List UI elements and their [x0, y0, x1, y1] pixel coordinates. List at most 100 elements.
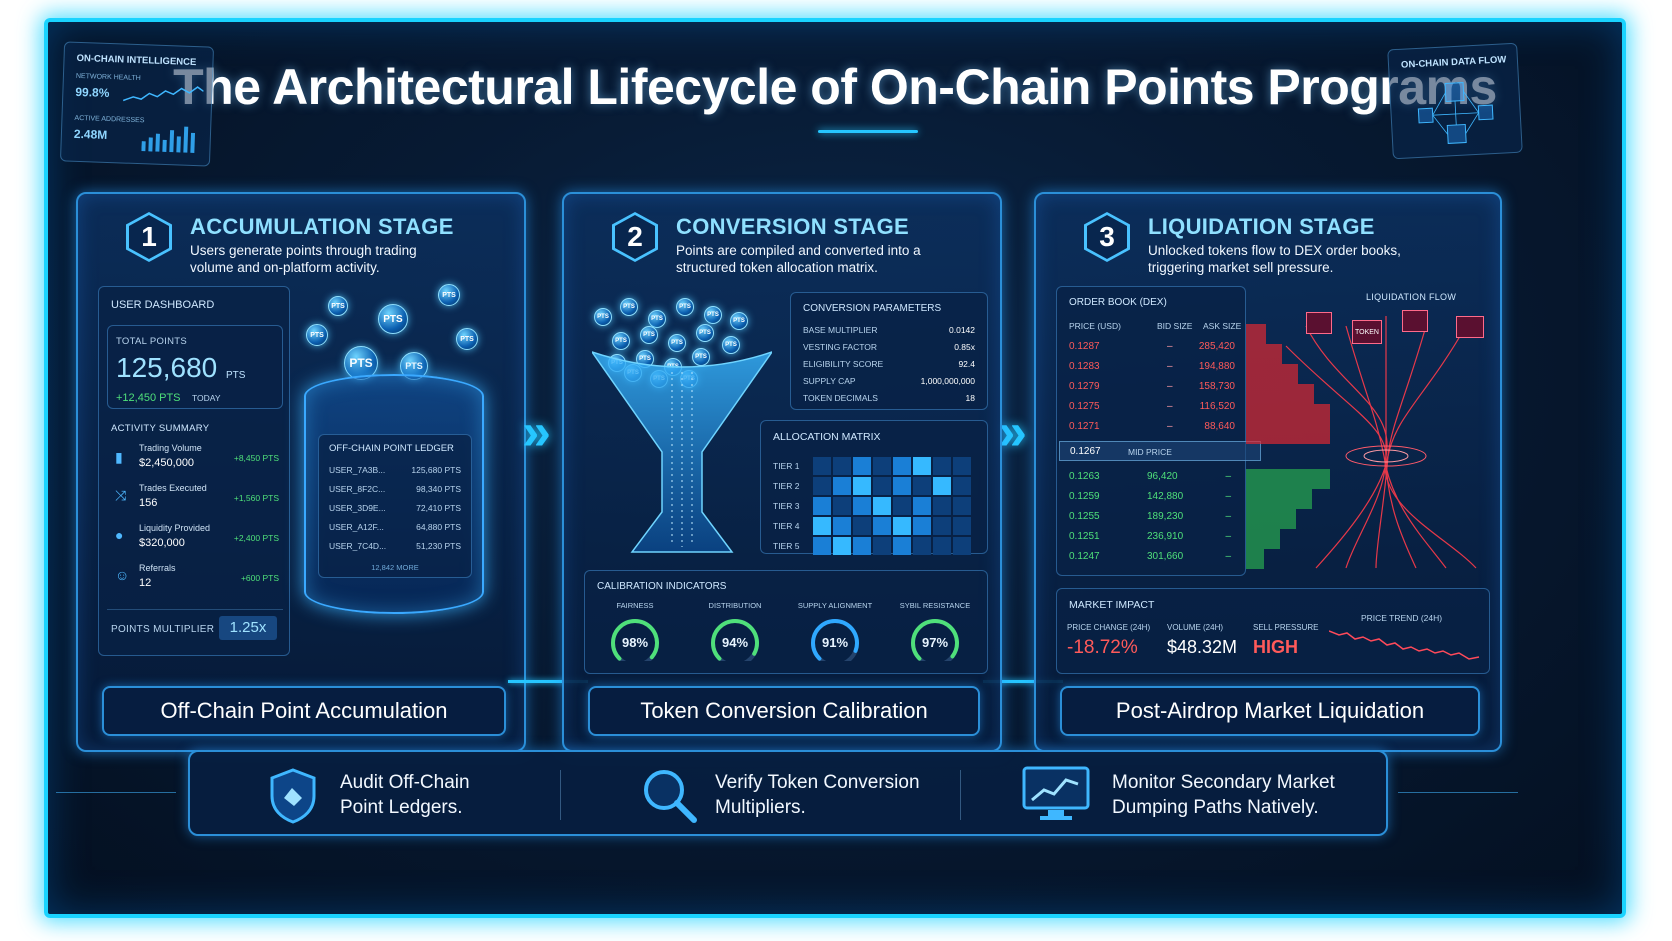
pts-token-bubble: PTS — [722, 336, 740, 354]
bid-ask: – — [1225, 491, 1231, 502]
param-label: TOKEN DECIMALS — [803, 393, 878, 403]
matrix-tile — [813, 457, 831, 475]
ledger-title: OFF-CHAIN POINT LEDGER — [329, 443, 454, 454]
matrix-tile — [873, 497, 891, 515]
pts-token-bubble: PTS — [696, 324, 714, 342]
col-bid: BID SIZE — [1157, 321, 1193, 331]
sell-pressure-value: HIGH — [1253, 637, 1298, 657]
ask-price: 0.1287 — [1069, 341, 1100, 352]
bid-size: 301,660 — [1147, 551, 1184, 562]
pts-token-bubble: PTS — [676, 298, 694, 316]
mid-price-label: MID PRICE — [1128, 447, 1172, 457]
ask-price: 0.1275 — [1069, 401, 1100, 412]
matrix-tile — [873, 537, 891, 555]
matrix-tile — [893, 477, 911, 495]
params-title: CONVERSION PARAMETERS — [803, 303, 942, 314]
actions-bar: Audit Off-Chain Point Ledgers. Verify To… — [188, 750, 1388, 836]
mid-price-row: 0.1267 MID PRICE — [1059, 441, 1261, 461]
matrix-tile — [813, 477, 831, 495]
ledger-card: OFF-CHAIN POINT LEDGER USER_7A3B... 125,6… — [318, 434, 472, 578]
activity-value: 12 — [139, 577, 152, 589]
action-text: Monitor Secondary Market Dumping Paths N… — [1112, 770, 1335, 820]
ledger-points: 98,340 PTS — [416, 484, 461, 494]
matrix-tile — [933, 457, 951, 475]
market-impact-card: MARKET IMPACT PRICE CHANGE (24H) -18.72%… — [1056, 588, 1490, 674]
param-value: 92.4 — [958, 359, 975, 369]
matrix-tile — [913, 497, 931, 515]
multiplier-label: POINTS MULTIPLIER — [111, 624, 215, 635]
network-health-sparkline — [122, 86, 204, 102]
flow-arrow-icon: » — [522, 403, 551, 461]
bid-size: 236,910 — [1147, 531, 1184, 542]
matrix-tile — [893, 457, 911, 475]
active-addresses-bars — [141, 126, 196, 154]
stage-number-badge: 3 — [1084, 212, 1130, 262]
gauge-arc — [611, 619, 659, 661]
dashboard-title: USER DASHBOARD — [111, 299, 215, 311]
matrix-tile — [953, 517, 971, 535]
user-icon: ☺ — [115, 567, 130, 583]
action-line: Point Ledgers. — [340, 797, 463, 818]
gauge-ring — [611, 619, 659, 661]
matrix-title: ALLOCATION MATRIX — [773, 431, 881, 443]
ask-price: 0.1271 — [1069, 421, 1100, 432]
ask-size: 285,420 — [1198, 341, 1235, 352]
impact-title: MARKET IMPACT — [1069, 599, 1155, 611]
ledger-points: 125,680 PTS — [411, 465, 461, 475]
gauge-value: 91% — [821, 635, 849, 650]
active-addresses-value: 2.48M — [73, 126, 108, 142]
pts-token-bubble: PTS — [378, 304, 408, 334]
pts-token-bubble: PTS — [438, 284, 460, 306]
bar-chart-icon: ▮ — [115, 449, 123, 465]
bid-size: 142,880 — [1147, 491, 1184, 502]
matrix-tile — [953, 497, 971, 515]
ask-price: 0.1283 — [1069, 361, 1100, 372]
matrix-tile — [833, 477, 851, 495]
matrix-tile — [853, 537, 871, 555]
on-chain-data-flow-panel: ON-CHAIN DATA FLOW — [1387, 42, 1523, 160]
matrix-tile — [853, 497, 871, 515]
orderbook-title: ORDER BOOK (DEX) — [1069, 297, 1167, 308]
matrix-tile — [853, 517, 871, 535]
gauge-value: 97% — [921, 635, 949, 650]
token-cube — [1456, 316, 1484, 338]
bid-price: 0.1259 — [1069, 491, 1100, 502]
matrix-tile — [913, 537, 931, 555]
activity-value: 156 — [139, 497, 158, 509]
depth-chart — [1246, 324, 1330, 569]
ask-bid: – — [1167, 361, 1173, 372]
ledger-more: 12,842 MORE — [371, 563, 419, 572]
activity-points: +1,560 PTS — [233, 493, 279, 503]
tier-label: TIER 3 — [773, 501, 800, 511]
matrix-tile — [853, 457, 871, 475]
ledger-points: 64,880 PTS — [416, 522, 461, 532]
stage-footer: Token Conversion Calibration — [588, 686, 980, 736]
param-value: 18 — [965, 393, 975, 403]
token-cube: TOKEN — [1352, 320, 1382, 344]
bid-ask: – — [1225, 531, 1231, 542]
bid-size: 189,230 — [1147, 511, 1184, 522]
col-ask: ASK SIZE — [1203, 321, 1242, 331]
pts-token-bubble: PTS — [456, 328, 478, 350]
stage-description: Users generate points through trading vo… — [190, 243, 417, 275]
magnifier-icon — [644, 770, 697, 823]
gauge-arc — [711, 619, 759, 661]
pts-token-bubble: PTS — [704, 306, 722, 324]
connector-line — [508, 680, 588, 683]
today-delta: +12,450 PTS — [116, 392, 181, 404]
stage-footer: Post-Airdrop Market Liquidation — [1060, 686, 1480, 736]
shield-icon — [270, 768, 316, 824]
monitor-chart-icon — [1022, 766, 1090, 820]
pts-token-bubble: PTS — [640, 326, 658, 344]
action-text: Verify Token Conversion Multipliers. — [715, 770, 920, 820]
gauge-ring — [711, 619, 759, 661]
intel-heading: ON-CHAIN INTELLIGENCE — [76, 52, 197, 69]
matrix-tile — [913, 477, 931, 495]
flow-title: LIQUIDATION FLOW — [1366, 292, 1457, 302]
tier-label: TIER 2 — [773, 481, 800, 491]
ledger-user: USER_7A3B... — [329, 465, 386, 475]
circuit-line — [56, 792, 176, 793]
divider — [960, 770, 961, 820]
